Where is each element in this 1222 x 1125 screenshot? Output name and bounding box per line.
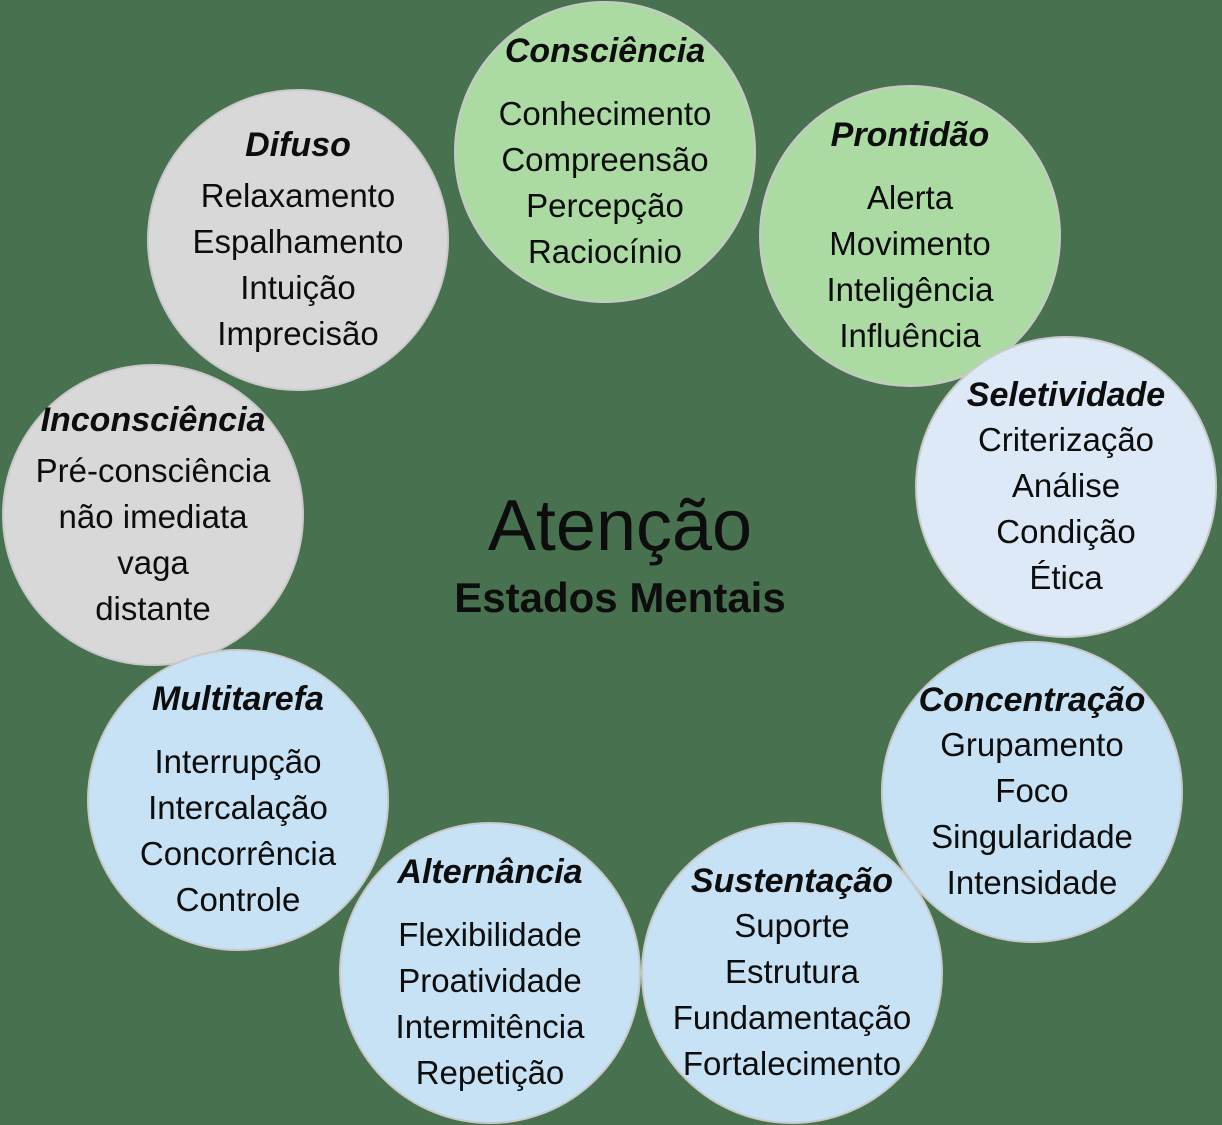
circle-multitarefa: Multitarefa Interrupção Intercalação Con… [87,649,389,951]
list-item: Alerta [866,179,954,216]
diagram-title: Atenção [487,486,753,566]
circle-alternancia-title: Alternância [397,853,583,891]
list-item: Relaxamento [200,177,396,214]
list-item: Intercalação [148,789,328,826]
list-item: Fortalecimento [682,1045,902,1082]
list-item: Intuição [240,269,356,306]
list-item: Intensidade [946,864,1118,901]
list-item: Foco [995,772,1069,809]
circle-sustentacao-items: Suporte Estrutura Fundamentação Fortalec… [673,903,912,1087]
circle-seletividade-items: Criterização Análise Condição Ética [978,417,1154,601]
list-item: Estrutura [725,953,859,990]
list-item: Interrupção [154,743,322,780]
circle-prontidao: Prontidão Alerta Movimento Inteligência … [759,85,1061,387]
list-item: Movimento [829,225,991,262]
circle-consciencia-title: Consciência [504,32,706,70]
list-item: Grupamento [940,726,1124,763]
circle-concentracao: Concentração Grupamento Foco Singularida… [881,641,1183,943]
list-item: Influência [839,317,981,354]
circle-inconsciencia-items: Pré-consciência não imediata vaga distan… [36,448,271,632]
list-item: Singularidade [931,818,1133,855]
list-item: Pré-consciência [35,452,271,489]
circle-difuso-title: Difuso [245,126,351,164]
circle-consciencia: Consciência Conhecimento Compreensão Per… [454,1,756,303]
diagram-center-label: Atenção Estados Mentais [395,488,845,624]
circle-multitarefa-items: Interrupção Intercalação Concorrência Co… [140,739,336,923]
circle-difuso-items: Relaxamento Espalhamento Intuição Imprec… [193,173,404,357]
circle-alternancia: Alternância Flexibilidade Proatividade I… [339,822,641,1124]
circle-inconsciencia: Inconsciência Pré-consciência não imedia… [2,364,304,666]
list-item: Percepção [526,187,684,224]
list-item: Criterização [977,421,1155,458]
list-item: Conhecimento [498,95,712,132]
circle-multitarefa-title: Multitarefa [152,680,324,718]
circle-difuso: Difuso Relaxamento Espalhamento Intuição… [147,89,449,391]
circle-concentracao-title: Concentração [918,681,1146,719]
list-item: Repetição [415,1054,565,1091]
circle-prontidao-title: Prontidão [830,116,990,154]
diagram-subtitle: Estados Mentais [454,574,786,621]
circle-sustentacao: Sustentação Suporte Estrutura Fundamenta… [641,822,943,1124]
circle-alternancia-items: Flexibilidade Proatividade Intermitência… [396,912,585,1096]
list-item: Concorrência [139,835,337,872]
circle-sustentacao-title: Sustentação [690,862,894,900]
list-item: Intermitência [395,1008,585,1045]
list-item: distante [95,590,211,627]
list-item: Proatividade [398,962,582,999]
list-item: Flexibilidade [398,916,582,953]
circle-seletividade-title: Seletividade [966,376,1166,414]
circle-consciencia-items: Conhecimento Compreensão Percepção Racio… [499,91,712,275]
list-item: Espalhamento [192,223,404,260]
list-item: Análise [1011,467,1121,504]
list-item: não imediata [58,498,248,535]
circle-seletividade: Seletividade Criterização Análise Condiç… [915,336,1217,638]
list-item: Inteligência [826,271,994,308]
list-item: Ética [1029,559,1103,596]
list-item: Suporte [734,907,850,944]
list-item: Fundamentação [672,999,912,1036]
list-item: Controle [175,881,301,918]
list-item: Condição [996,513,1136,550]
circle-inconsciencia-title: Inconsciência [40,401,266,439]
list-item: vaga [117,544,189,581]
circle-concentracao-items: Grupamento Foco Singularidade Intensidad… [931,722,1133,906]
list-item: Raciocínio [527,233,683,270]
list-item: Compreensão [501,141,709,178]
circle-prontidao-items: Alerta Movimento Inteligência Influência [827,175,994,359]
list-item: Imprecisão [217,315,379,352]
